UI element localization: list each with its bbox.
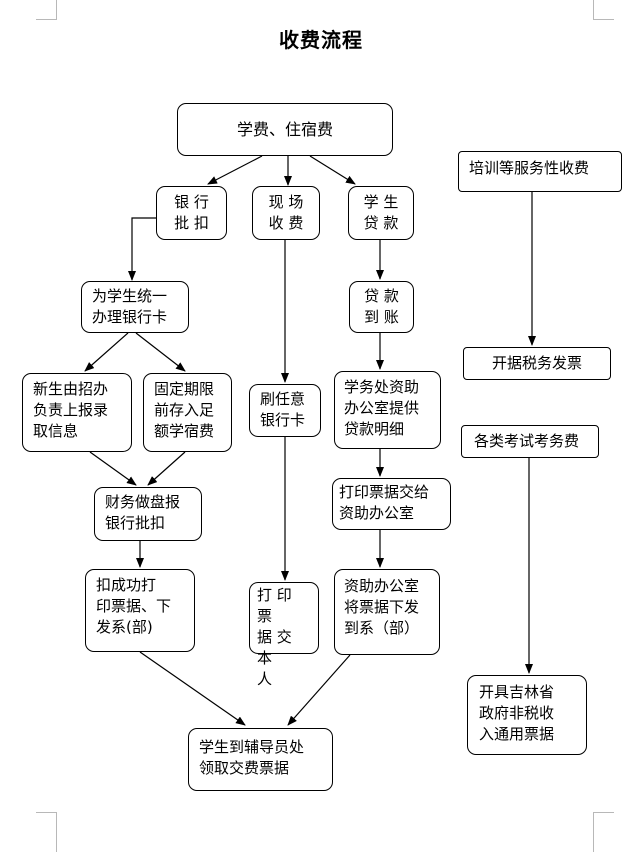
arrow xyxy=(89,451,137,486)
node-new-student-info: 新生由招办 负责上报录 取信息 xyxy=(22,373,132,452)
node-swipe-card: 刷任意 银行卡 xyxy=(249,384,321,437)
node-tuition-fees: 学费、住宿费 xyxy=(177,103,393,156)
node-exam-fees: 各类考试考务费 xyxy=(461,425,599,458)
arrow xyxy=(207,155,263,185)
crop-mark xyxy=(594,19,614,20)
crop-mark xyxy=(593,812,594,852)
arrow xyxy=(128,217,158,281)
crop-mark xyxy=(56,0,57,20)
crop-mark xyxy=(36,19,56,20)
node-bank-deduct: 银 行 批 扣 xyxy=(156,186,227,240)
node-fixed-deposit: 固定期限 前存入足 额学宿费 xyxy=(143,373,232,452)
arrow xyxy=(139,651,246,726)
node-student-loan: 学 生 贷 款 xyxy=(348,186,414,240)
arrow xyxy=(147,451,186,486)
node-loan-arrival: 贷 款 到 账 xyxy=(349,281,414,333)
node-print-to-aid-office: 打印票据交给 资助办公室 xyxy=(332,478,451,530)
arrow xyxy=(287,654,351,726)
node-print-receipt: 打 印 票 据 交 本 人 xyxy=(249,582,319,688)
node-unify-bank-card: 为学生统一 办理银行卡 xyxy=(81,281,189,333)
crop-mark xyxy=(594,812,614,813)
node-aid-office-details: 学务处资助 办公室提供 贷款明细 xyxy=(334,371,441,449)
arrow xyxy=(135,332,186,372)
crop-mark xyxy=(36,812,56,813)
node-tax-invoice: 开据税务发票 xyxy=(463,347,611,380)
node-jilin-nontax-receipt: 开具吉林省 政府非税收 入通用票据 xyxy=(467,675,587,755)
node-deduct-success: 扣成功打 印票据、下 发系(部) xyxy=(85,569,195,652)
crop-mark xyxy=(56,812,57,852)
node-onsite-payment: 现 场 收 费 xyxy=(252,186,320,240)
arrow xyxy=(309,155,356,185)
node-aid-office-distribute: 资助办公室 将票据下发 到系（部） xyxy=(334,569,440,655)
node-student-collect-receipt: 学生到辅导员处 领取交费票据 xyxy=(188,728,333,791)
node-finance-disk: 财务做盘报 银行批扣 xyxy=(94,487,202,541)
arrow xyxy=(84,332,129,372)
crop-mark xyxy=(593,0,594,20)
node-training-service-fees: 培训等服务性收费 xyxy=(458,151,622,192)
page-title: 收费流程 xyxy=(279,28,363,52)
